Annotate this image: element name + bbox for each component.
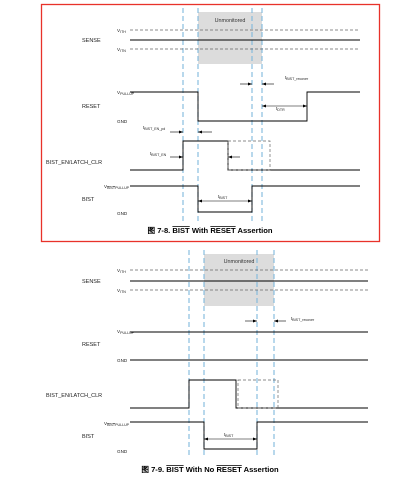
vitn-label: VITN	[117, 47, 126, 53]
t-bist-label: tBIST	[218, 194, 228, 200]
gnd-label-2: GND	[117, 358, 128, 363]
t-en-label: tBIST_EN	[150, 151, 167, 157]
vith-label-2: VITH	[117, 268, 126, 274]
t-recover-label: tBIST_recover	[285, 75, 309, 81]
figure-7-8-caption: 图 7-8. BIST With RESET Assertion	[147, 226, 272, 235]
reset-label-2: RESET	[82, 342, 101, 348]
bist-en-label: BIST_EN/LATCH_CLR	[46, 160, 102, 166]
vitn-label-2: VITN	[117, 288, 126, 294]
bist-signal-2	[130, 421, 368, 450]
unmonitored-label: Unmonitored	[215, 18, 246, 24]
vbist-pullup-label-2: VBISTPULLUP	[104, 421, 130, 427]
gnd-label: GND	[117, 119, 128, 124]
t-recover-label-2: tBIST_recover	[291, 316, 315, 322]
bist-en-signal-2	[130, 379, 368, 409]
bist-label-2: BIST	[82, 434, 95, 440]
t-bist-arrows-2	[204, 437, 257, 441]
vpullup-label: VPULLUP	[117, 90, 135, 96]
figure-7-9-caption: 图 7-9. BIST With No RESET Assertion	[141, 465, 279, 474]
t-bist-arrows	[198, 199, 252, 203]
t-recover-arrows	[240, 82, 274, 86]
t-recover-arrows-2	[245, 319, 286, 323]
sense-label-2: SENSE	[82, 279, 101, 285]
gnd2-label-2: GND	[117, 449, 128, 454]
t-en-pd-arrows	[170, 130, 212, 134]
unmonitored-label-2: Unmonitored	[224, 259, 255, 265]
bist-en-label-2: BIST_EN/LATCH_CLR	[46, 393, 102, 399]
vpullup-label-2: VPULLUP	[117, 329, 135, 335]
bist-en-optional-pulse-2	[237, 379, 279, 409]
guide-lines-2	[188, 250, 275, 458]
figure-highlight-frame	[40, 3, 381, 243]
bist-en-optional-pulse	[227, 140, 271, 171]
unmonitored-region	[198, 12, 262, 64]
gnd2-label: GND	[117, 211, 128, 216]
reset-label: RESET	[82, 104, 101, 110]
reset-signal	[130, 91, 360, 122]
vbist-pullup-label: VBISTPULLUP	[104, 184, 130, 190]
t-d-arrows	[262, 104, 307, 108]
unmonitored-region-2	[204, 254, 274, 306]
t-d-label: tDTR	[276, 106, 285, 112]
sense-label: SENSE	[82, 38, 101, 44]
bist-label: BIST	[82, 197, 95, 203]
t-en-pd-label: tBIST_EN_pd	[143, 125, 165, 131]
bist-signal	[130, 185, 360, 213]
vith-label: VITH	[117, 28, 126, 34]
t-en-arrows	[170, 155, 240, 159]
t-bist-label-2: tBIST	[224, 432, 234, 438]
